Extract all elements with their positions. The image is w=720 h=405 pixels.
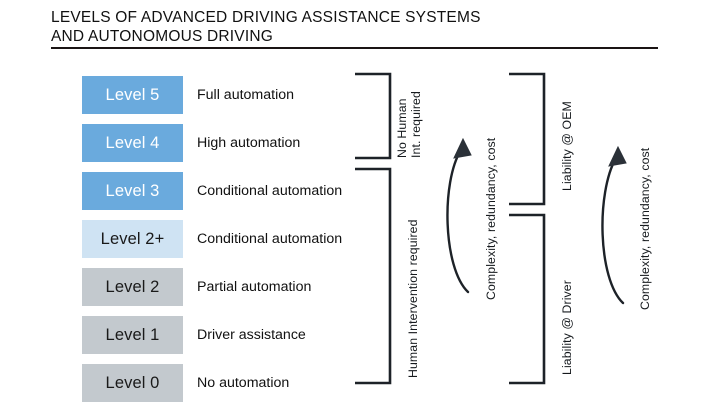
level-description: No automation — [197, 375, 290, 391]
label-human-intervention-required: Human Intervention required — [406, 219, 420, 378]
level-box-label: Level 2+ — [100, 229, 165, 248]
bracket-liability-driver — [509, 213, 546, 385]
label-no-human-intervention-line-2: Int. required — [408, 91, 423, 158]
arrow-complexity-left-head — [453, 137, 472, 159]
level-box-level-5[interactable]: Level 5 — [82, 76, 183, 114]
level-box-label: Level 4 — [105, 133, 160, 152]
level-box-level-2[interactable]: Level 2+ — [82, 220, 183, 258]
level-description: Driver assistance — [197, 327, 306, 343]
level-box-label: Level 0 — [105, 373, 160, 392]
label-liability-driver: Liability @ Driver — [560, 280, 574, 375]
level-box-level-1[interactable]: Level 1 — [82, 316, 183, 354]
arrow-complexity-left-shaft — [446, 148, 470, 294]
label-no-human-intervention: No Human Int. required — [395, 91, 423, 158]
bracket-no-human-intervention — [355, 72, 392, 160]
label-complexity-left: Complexity, redundancy, cost — [484, 137, 498, 300]
title-divider — [51, 47, 658, 49]
level-box-level-2[interactable]: Level 2 — [82, 268, 183, 306]
level-box-label: Level 2 — [105, 277, 160, 296]
label-liability-oem: Liability @ OEM — [560, 101, 574, 191]
level-description: Conditional automation — [197, 183, 343, 199]
level-description: High automation — [197, 135, 301, 151]
level-box-label: Level 5 — [105, 85, 160, 104]
level-description: Full automation — [197, 87, 294, 103]
bracket-liability-oem — [509, 72, 546, 206]
level-box-label: Level 1 — [105, 325, 160, 344]
bracket-human-intervention — [355, 167, 392, 385]
level-box-label: Level 3 — [105, 181, 160, 200]
page-title-line-1: LEVELS OF ADVANCED DRIVING ASSISTANCE SY… — [51, 9, 481, 26]
level-description: Conditional automation — [197, 231, 343, 247]
arrow-complexity-right-shaft — [601, 156, 625, 305]
page-title-line-2: AND AUTONOMOUS DRIVING — [51, 28, 273, 45]
level-description: Partial automation — [197, 279, 312, 295]
label-no-human-intervention-line-1: No Human — [395, 98, 409, 158]
arrow-complexity-right-head — [608, 145, 627, 167]
level-box-level-3[interactable]: Level 3 — [82, 172, 183, 210]
level-box-level-0[interactable]: Level 0 — [82, 364, 183, 402]
page-title: LEVELS OF ADVANCED DRIVING ASSISTANCE SY… — [51, 8, 661, 46]
level-box-level-4[interactable]: Level 4 — [82, 124, 183, 162]
label-complexity-right: Complexity, redundancy, cost — [638, 147, 652, 310]
